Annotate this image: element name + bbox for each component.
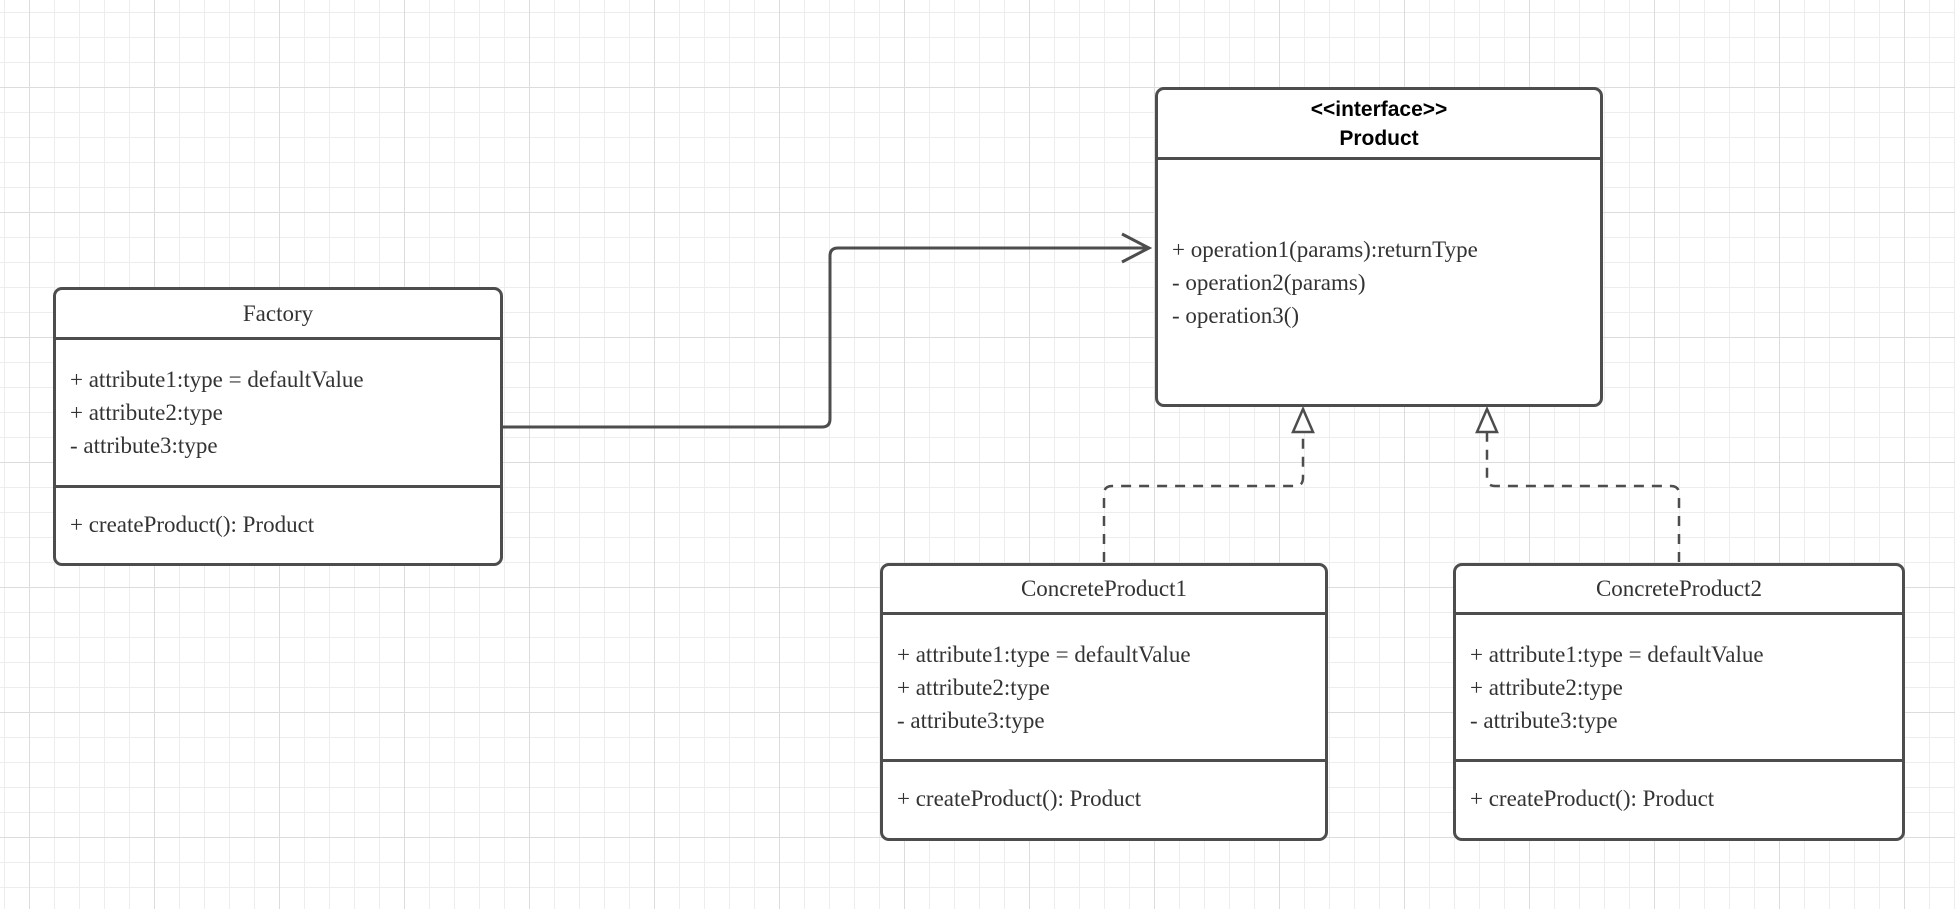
- class-name: ConcreteProduct1: [1020, 576, 1188, 601]
- interface-name: Product: [1339, 126, 1419, 150]
- open-arrowhead-icon: [1121, 232, 1153, 264]
- class-name: ConcreteProduct2: [1595, 576, 1763, 601]
- class-title-compartment: ConcreteProduct1: [883, 566, 1325, 615]
- method-line: + createProduct(): Product: [70, 511, 315, 537]
- methods-compartment: + createProduct(): Product: [56, 488, 500, 560]
- attribute-line: + attribute1:type = defaultValue: [70, 367, 364, 392]
- method-line: + createProduct(): Product: [1470, 786, 1715, 811]
- class-box-concreteproduct2[interactable]: ConcreteProduct2 + attribute1:type = def…: [1453, 563, 1905, 841]
- hollow-triangle-arrowhead-icon: [1475, 405, 1499, 434]
- attribute-line: - attribute3:type: [70, 433, 218, 458]
- attribute-line: - attribute3:type: [897, 707, 1045, 733]
- operation-line: - operation2(params): [1172, 269, 1366, 295]
- stereotype-label: <<interface>>: [1310, 97, 1448, 121]
- class-title-compartment: Factory: [56, 290, 500, 340]
- attributes-compartment: + attribute1:type = defaultValue + attri…: [883, 615, 1325, 762]
- interface-title-compartment: <<interface>> Product: [1158, 90, 1600, 160]
- class-name: Factory: [242, 300, 314, 326]
- attributes-compartment: + attribute1:type = defaultValue + attri…: [1456, 615, 1902, 762]
- hollow-triangle-arrowhead-icon: [1291, 405, 1315, 434]
- methods-compartment: + createProduct(): Product: [1456, 762, 1902, 835]
- interface-box-product[interactable]: <<interface>> Product + operation1(param…: [1155, 87, 1603, 407]
- attribute-line: + attribute1:type = defaultValue: [897, 641, 1191, 667]
- attributes-compartment: + attribute1:type = defaultValue + attri…: [56, 340, 500, 488]
- method-line: + createProduct(): Product: [897, 786, 1142, 811]
- attribute-line: + attribute2:type: [897, 674, 1050, 700]
- attribute-line: - attribute3:type: [1470, 707, 1618, 733]
- class-title-compartment: ConcreteProduct2: [1456, 566, 1902, 615]
- methods-compartment: + createProduct(): Product: [883, 762, 1325, 835]
- class-box-factory[interactable]: Factory + attribute1:type = defaultValue…: [53, 287, 503, 566]
- edge-concreteproduct1-product-realization[interactable]: [1102, 405, 1315, 562]
- edge-concreteproduct2-product-realization[interactable]: [1475, 405, 1681, 562]
- attribute-line: + attribute1:type = defaultValue: [1470, 641, 1764, 667]
- attribute-line: + attribute2:type: [70, 400, 223, 425]
- operations-compartment: + operation1(params):returnType - operat…: [1158, 160, 1600, 404]
- operation-line: - operation3(): [1172, 302, 1300, 328]
- class-box-concreteproduct1[interactable]: ConcreteProduct1 + attribute1:type = def…: [880, 563, 1328, 841]
- operation-line: + operation1(params):returnType: [1172, 236, 1478, 262]
- edge-factory-product-association[interactable]: [503, 232, 1153, 429]
- attribute-line: + attribute2:type: [1470, 674, 1623, 700]
